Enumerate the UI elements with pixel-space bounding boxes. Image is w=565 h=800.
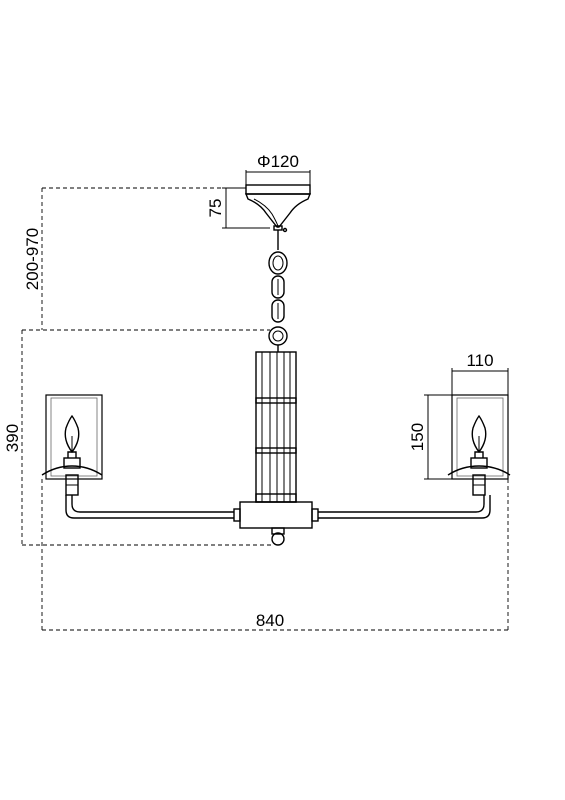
shade-height-dimension: 150 bbox=[408, 394, 452, 480]
canopy-diameter-label: Φ120 bbox=[257, 152, 299, 171]
overall-width-label: 840 bbox=[256, 611, 284, 630]
left-lamp bbox=[41, 394, 103, 496]
body-height-label: 390 bbox=[3, 424, 22, 452]
right-lamp bbox=[447, 394, 511, 496]
chain-length-dimension: 200-970 bbox=[22, 187, 270, 331]
canopy-height-dimension: 75 bbox=[206, 187, 270, 229]
shade-width-label: 110 bbox=[466, 351, 493, 370]
chain bbox=[268, 227, 288, 352]
central-body bbox=[233, 351, 319, 546]
chain-length-label: 200-970 bbox=[23, 228, 42, 290]
shade-width-dimension: 110 bbox=[451, 351, 509, 395]
body-height-dimension: 390 bbox=[3, 330, 272, 546]
overall-width-dimension: 840 bbox=[41, 479, 509, 631]
canopy-diameter-dimension: Φ120 bbox=[245, 152, 311, 185]
shade-height-label: 150 bbox=[408, 423, 427, 451]
ceiling-canopy bbox=[244, 184, 312, 231]
arms bbox=[65, 495, 491, 519]
canopy-height-label: 75 bbox=[206, 199, 225, 218]
